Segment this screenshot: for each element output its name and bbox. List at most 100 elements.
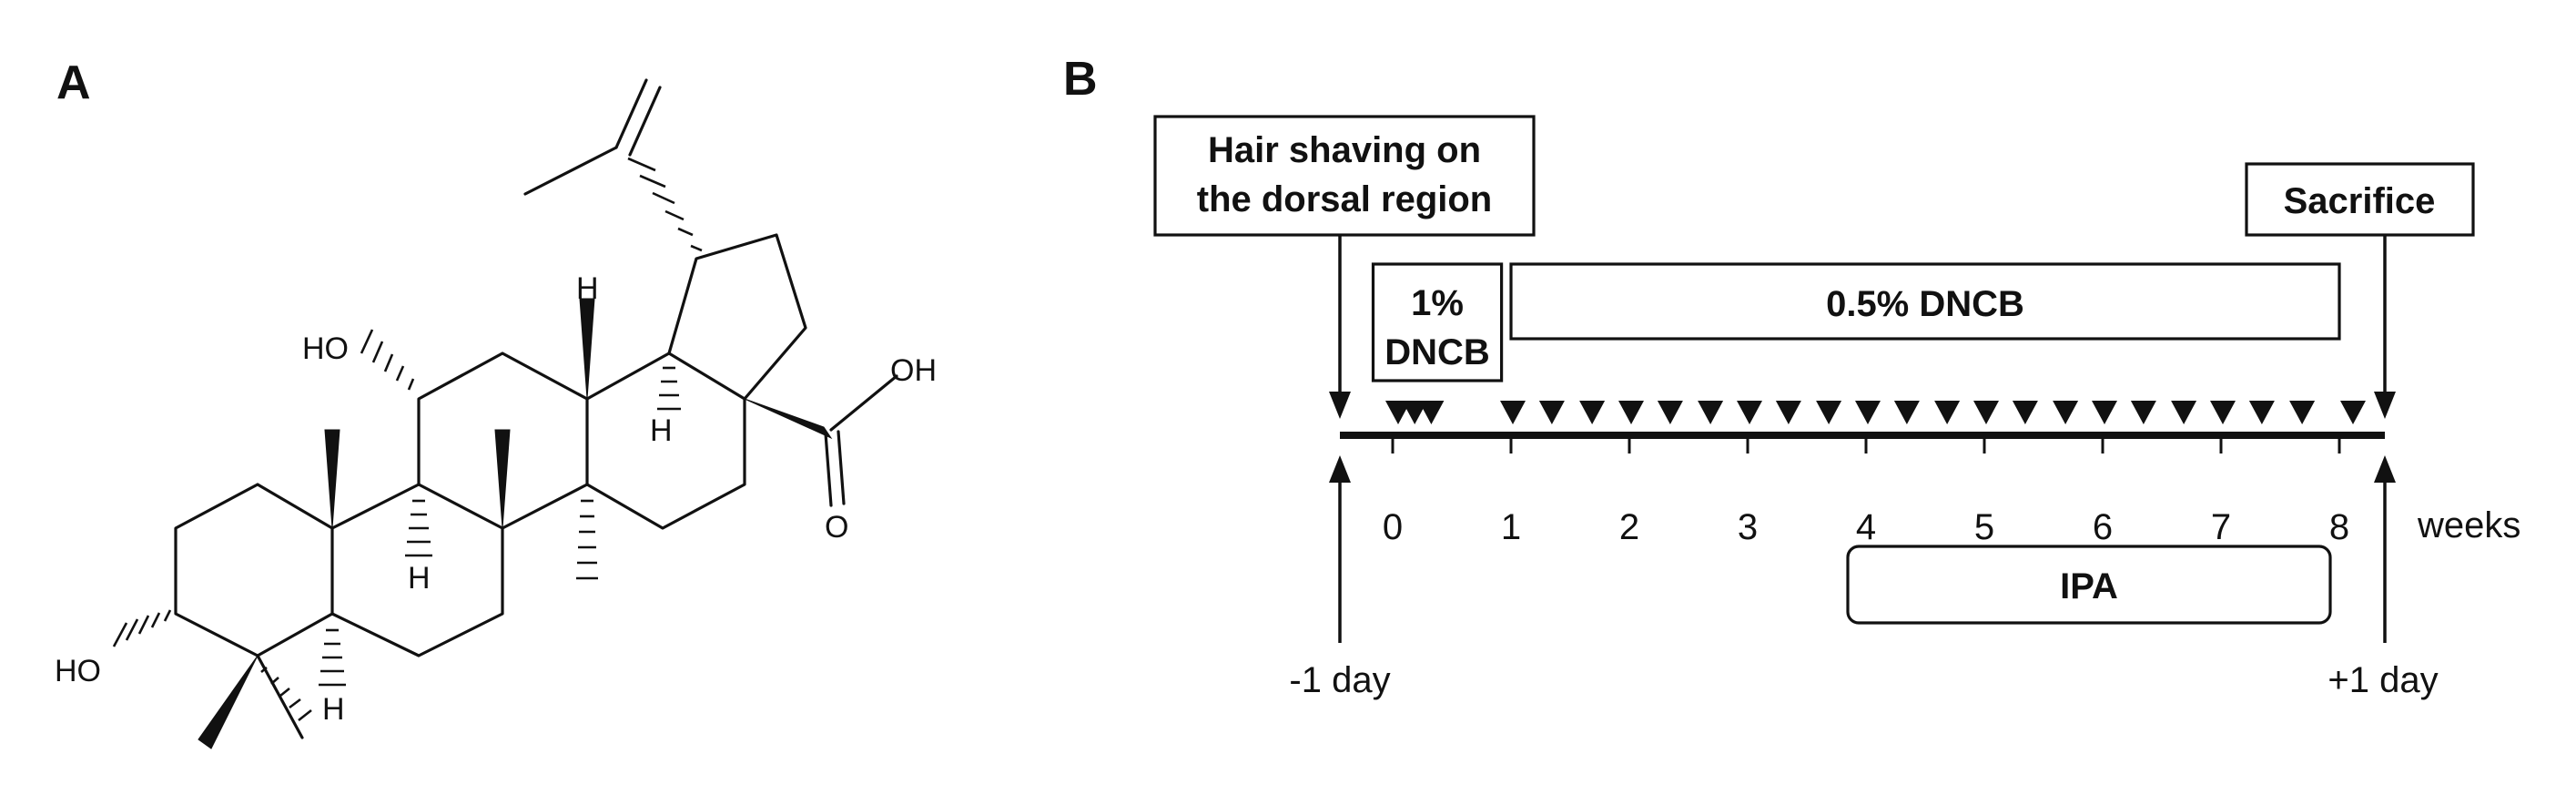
sacrifice-label: Sacrifice <box>2284 181 2436 221</box>
ring-c <box>417 352 589 530</box>
sacrifice-box <box>2245 162 2475 237</box>
timeline-tick-label-7: 7 <box>2211 507 2231 547</box>
marker-1pct-2 <box>1418 401 1445 424</box>
marker-05pct-16 <box>2130 401 2156 424</box>
marker-05pct-7 <box>1775 401 1801 424</box>
marker-05pct-15 <box>2092 401 2117 424</box>
c4-methyl-hash <box>260 667 312 722</box>
hashed-bonds <box>112 157 703 722</box>
c9-h-hash <box>405 499 432 557</box>
marker-05pct-18 <box>2210 401 2236 424</box>
timeline-tick-label-8: 8 <box>2329 507 2349 547</box>
marker-05pct-3 <box>1618 401 1644 424</box>
start-day-label: -1 day <box>1289 660 1390 700</box>
panel-a-letter: A <box>56 56 91 109</box>
atom-label-h-c5: H <box>322 692 345 727</box>
timeline-tick-label-3: 3 <box>1738 507 1758 547</box>
c18-h-wedge <box>579 298 595 400</box>
timeline-tick-label-2: 2 <box>1619 507 1639 547</box>
dncb-05pct-label: 0.5% DNCB <box>1826 284 2024 324</box>
marker-1pct-1 <box>1402 401 1428 424</box>
timeline-tick-label-5: 5 <box>1974 507 1994 547</box>
c4-methyl-wedge <box>198 655 259 749</box>
c5-h-hash <box>319 628 346 687</box>
start-arrow-up-head <box>1329 455 1351 483</box>
carbonyl-bond-1 <box>824 432 833 507</box>
start-arrow-down-head <box>1329 392 1351 419</box>
timeline-tick-label-6: 6 <box>2093 507 2113 547</box>
marker-05pct-12 <box>1973 401 1999 424</box>
c13-h-hash <box>657 366 681 411</box>
end-arrow-up-head <box>2374 455 2396 483</box>
atom-label-carbonyl-o: O <box>825 510 848 545</box>
isopropenyl-double-bond-2 <box>628 86 662 157</box>
hair-shaving-line-1: Hair shaving on <box>1208 130 1481 170</box>
marker-05pct-0 <box>1500 401 1526 424</box>
atom-label-h-c18: H <box>576 271 599 306</box>
marker-05pct-2 <box>1579 401 1606 424</box>
c19-isopropenyl-hash <box>627 157 703 252</box>
c28-acid-wedge <box>744 398 833 440</box>
ipa-box <box>1846 545 2332 625</box>
timeline-ticks <box>1391 433 2341 453</box>
carbonyl-bond-2 <box>837 430 846 505</box>
dosing-markers <box>1385 401 2366 424</box>
isopropenyl-double-bond-1 <box>614 78 648 149</box>
hair-shaving-box <box>1153 115 1536 237</box>
c3-oh-hash <box>112 609 172 647</box>
marker-05pct-6 <box>1737 401 1762 424</box>
timeline-tick-label-4: 4 <box>1856 507 1876 547</box>
timeline-tick-labels: 0 1 2 3 4 5 6 7 8 <box>1383 507 2349 547</box>
marker-1pct-0 <box>1385 401 1411 424</box>
atom-label-h-c13: H <box>650 413 673 448</box>
end-arrow-down-head <box>2374 392 2396 419</box>
marker-05pct-8 <box>1816 401 1842 424</box>
c8-methyl-wedge <box>494 429 511 529</box>
marker-05pct-11 <box>1934 401 1961 424</box>
atom-label-oh-c3: HO <box>55 654 101 688</box>
marker-05pct-19 <box>2248 401 2275 424</box>
hair-shaving-line-2: the dorsal region <box>1197 179 1493 219</box>
marker-05pct-17 <box>2171 401 2197 424</box>
marker-05pct-5 <box>1698 401 1724 424</box>
ring-e <box>667 233 807 401</box>
c10-methyl-wedge <box>324 429 340 529</box>
marker-05pct-13 <box>2012 401 2038 424</box>
acid-oh-bond <box>829 374 898 432</box>
isopropenyl-methyl-bond <box>523 146 618 196</box>
c14-methyl-hash <box>576 499 598 580</box>
end-arrow-up <box>2374 455 2396 643</box>
end-day-label: +1 day <box>2328 660 2438 700</box>
end-arrow-down <box>2374 235 2396 419</box>
betulinic-acid-structure: HO HO OH O H H H H <box>55 78 937 749</box>
marker-05pct-20 <box>2289 401 2316 424</box>
atom-label-oh-acid: OH <box>890 353 937 388</box>
marker-05pct-10 <box>1893 401 1920 424</box>
marker-05pct-4 <box>1657 401 1683 424</box>
c11-oh-hash <box>360 329 415 391</box>
panel-b-letter: B <box>1063 53 1098 106</box>
ring-b <box>330 483 504 657</box>
atom-label-h-c9: H <box>408 561 431 596</box>
ipa-label: IPA <box>2060 566 2118 606</box>
start-arrow-down <box>1329 235 1351 419</box>
weeks-label: weeks <box>2417 505 2520 545</box>
c4-methyl-bond <box>256 654 304 739</box>
dncb-1pct-line-1: 1% <box>1411 283 1464 323</box>
marker-05pct-1 <box>1538 401 1565 424</box>
start-arrow-up <box>1329 455 1351 643</box>
dncb-1pct-line-2: DNCB <box>1384 332 1490 372</box>
marker-05pct-21 <box>2340 401 2366 424</box>
experimental-timeline: Hair shaving on the dorsal region Sacrif… <box>1153 115 2520 700</box>
marker-05pct-14 <box>2053 401 2079 424</box>
marker-05pct-9 <box>1855 401 1881 424</box>
timeline-tick-label-0: 0 <box>1383 507 1403 547</box>
dncb-1pct-box <box>1371 262 1504 382</box>
ring-d <box>585 352 746 530</box>
atom-label-oh-c11: HO <box>302 331 349 366</box>
ring-a <box>174 483 334 657</box>
dncb-05pct-box <box>1509 262 2341 341</box>
timeline-tick-label-1: 1 <box>1501 507 1521 547</box>
